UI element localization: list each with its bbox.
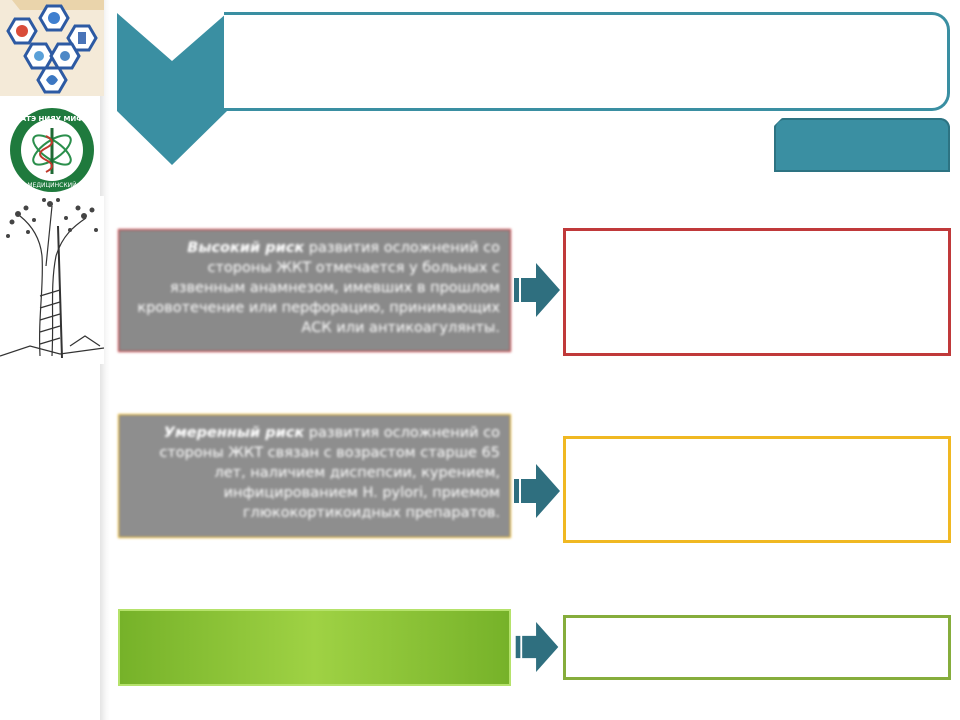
- title-chevron-shape: [117, 13, 227, 165]
- low-risk-box: [118, 609, 511, 686]
- svg-text:ИАТЭ НИЯУ МИФИ: ИАТЭ НИЯУ МИФИ: [15, 115, 89, 123]
- svg-text:МЕДИЦИНСКИЙ: МЕДИЦИНСКИЙ: [27, 182, 76, 189]
- moderate-risk-result-box: [563, 436, 951, 543]
- low-risk-result-box: [563, 615, 951, 680]
- title-frame: [224, 12, 950, 111]
- high-risk-box: Высокий риск развития осложнений со стор…: [118, 229, 511, 352]
- arrow-right-icon: [515, 622, 559, 672]
- slide-tab: [774, 118, 950, 172]
- arrow-right-icon: [514, 464, 560, 518]
- sidebar-shadow: [100, 0, 110, 720]
- high-risk-text: развития осложнений со стороны ЖКТ отмеч…: [137, 240, 500, 336]
- high-risk-title: Высокий риск: [187, 240, 305, 256]
- high-risk-result-box: [563, 228, 951, 356]
- tree-illustration: [0, 196, 104, 364]
- moderate-risk-text: развития осложнений со стороны ЖКТ связа…: [159, 425, 500, 521]
- university-seal-logo: ИАТЭ НИЯУ МИФИ МЕДИЦИНСКИЙ: [10, 108, 94, 192]
- moderate-risk-title: Умеренный риск: [163, 425, 305, 441]
- hexagon-emblem-logo: [0, 0, 104, 96]
- arrow-right-icon: [514, 263, 560, 317]
- moderate-risk-box: Умеренный риск развития осложнений со ст…: [118, 414, 511, 538]
- slide-title: [226, 15, 946, 108]
